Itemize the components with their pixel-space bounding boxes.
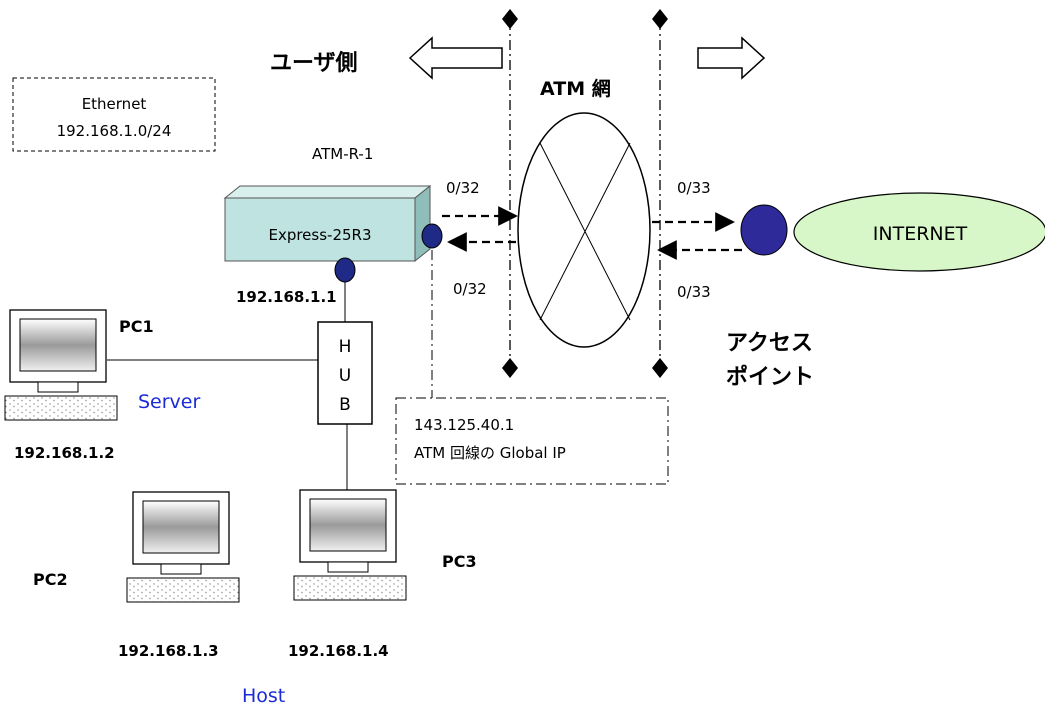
ethernet-label: Ethernet (82, 95, 147, 113)
diamond-marker (652, 9, 668, 29)
router: Express-25R3 (223, 184, 432, 263)
vc-label: 0/33 (677, 179, 711, 197)
diamond-marker (502, 358, 518, 378)
global-ip-address: 143.125.40.1 (414, 416, 514, 434)
host-label: Host (242, 685, 285, 707)
hub-letter: U (339, 366, 351, 386)
pc2-label: PC2 (33, 570, 68, 589)
user-side-label: ユーザ側 (270, 51, 358, 76)
hub-letter: H (339, 337, 352, 357)
global-ip-box (395, 397, 669, 485)
vc-label: 0/32 (446, 179, 480, 197)
vc-label: 0/33 (677, 283, 711, 301)
vc-label: 0/32 (453, 280, 487, 298)
ethernet-box (12, 77, 216, 152)
access-point-icon (740, 204, 788, 256)
pc1-label: PC1 (119, 317, 154, 336)
access-point-label: ポイント (726, 364, 814, 390)
lan-port-icon (334, 257, 356, 283)
atm-network-label: ATM 網 (540, 77, 611, 100)
pc3-ip: 192.168.1.4 (288, 642, 389, 660)
right-arrow-icon (697, 36, 766, 80)
atm-port-icon (421, 223, 443, 249)
atm-switch (517, 112, 651, 348)
diamond-marker (502, 9, 518, 29)
router-model: Express-25R3 (268, 226, 371, 244)
hub-letter: B (339, 395, 351, 415)
hub (317, 321, 373, 425)
pc3-label: PC3 (442, 552, 477, 571)
access-point-label: アクセス (726, 331, 813, 356)
pc1-computer-icon (4, 309, 118, 421)
global-ip-caption: ATM 回線の Global IP (414, 444, 566, 462)
pc3-computer-icon (293, 489, 407, 601)
boundary-lines (502, 9, 668, 378)
pc1-ip: 192.168.1.2 (14, 444, 115, 462)
diamond-marker (652, 358, 668, 378)
pc2-ip: 192.168.1.3 (118, 642, 219, 660)
ethernet-subnet: 192.168.1.0/24 (57, 122, 172, 140)
router-name: ATM-R-1 (312, 145, 373, 163)
server-label: Server (138, 391, 200, 413)
router-ip: 192.168.1.1 (236, 288, 337, 306)
internet-cloud (793, 192, 1045, 272)
internet-label: INTERNET (873, 223, 968, 245)
left-arrow-icon (408, 36, 503, 80)
pc2-computer-icon (126, 491, 240, 603)
